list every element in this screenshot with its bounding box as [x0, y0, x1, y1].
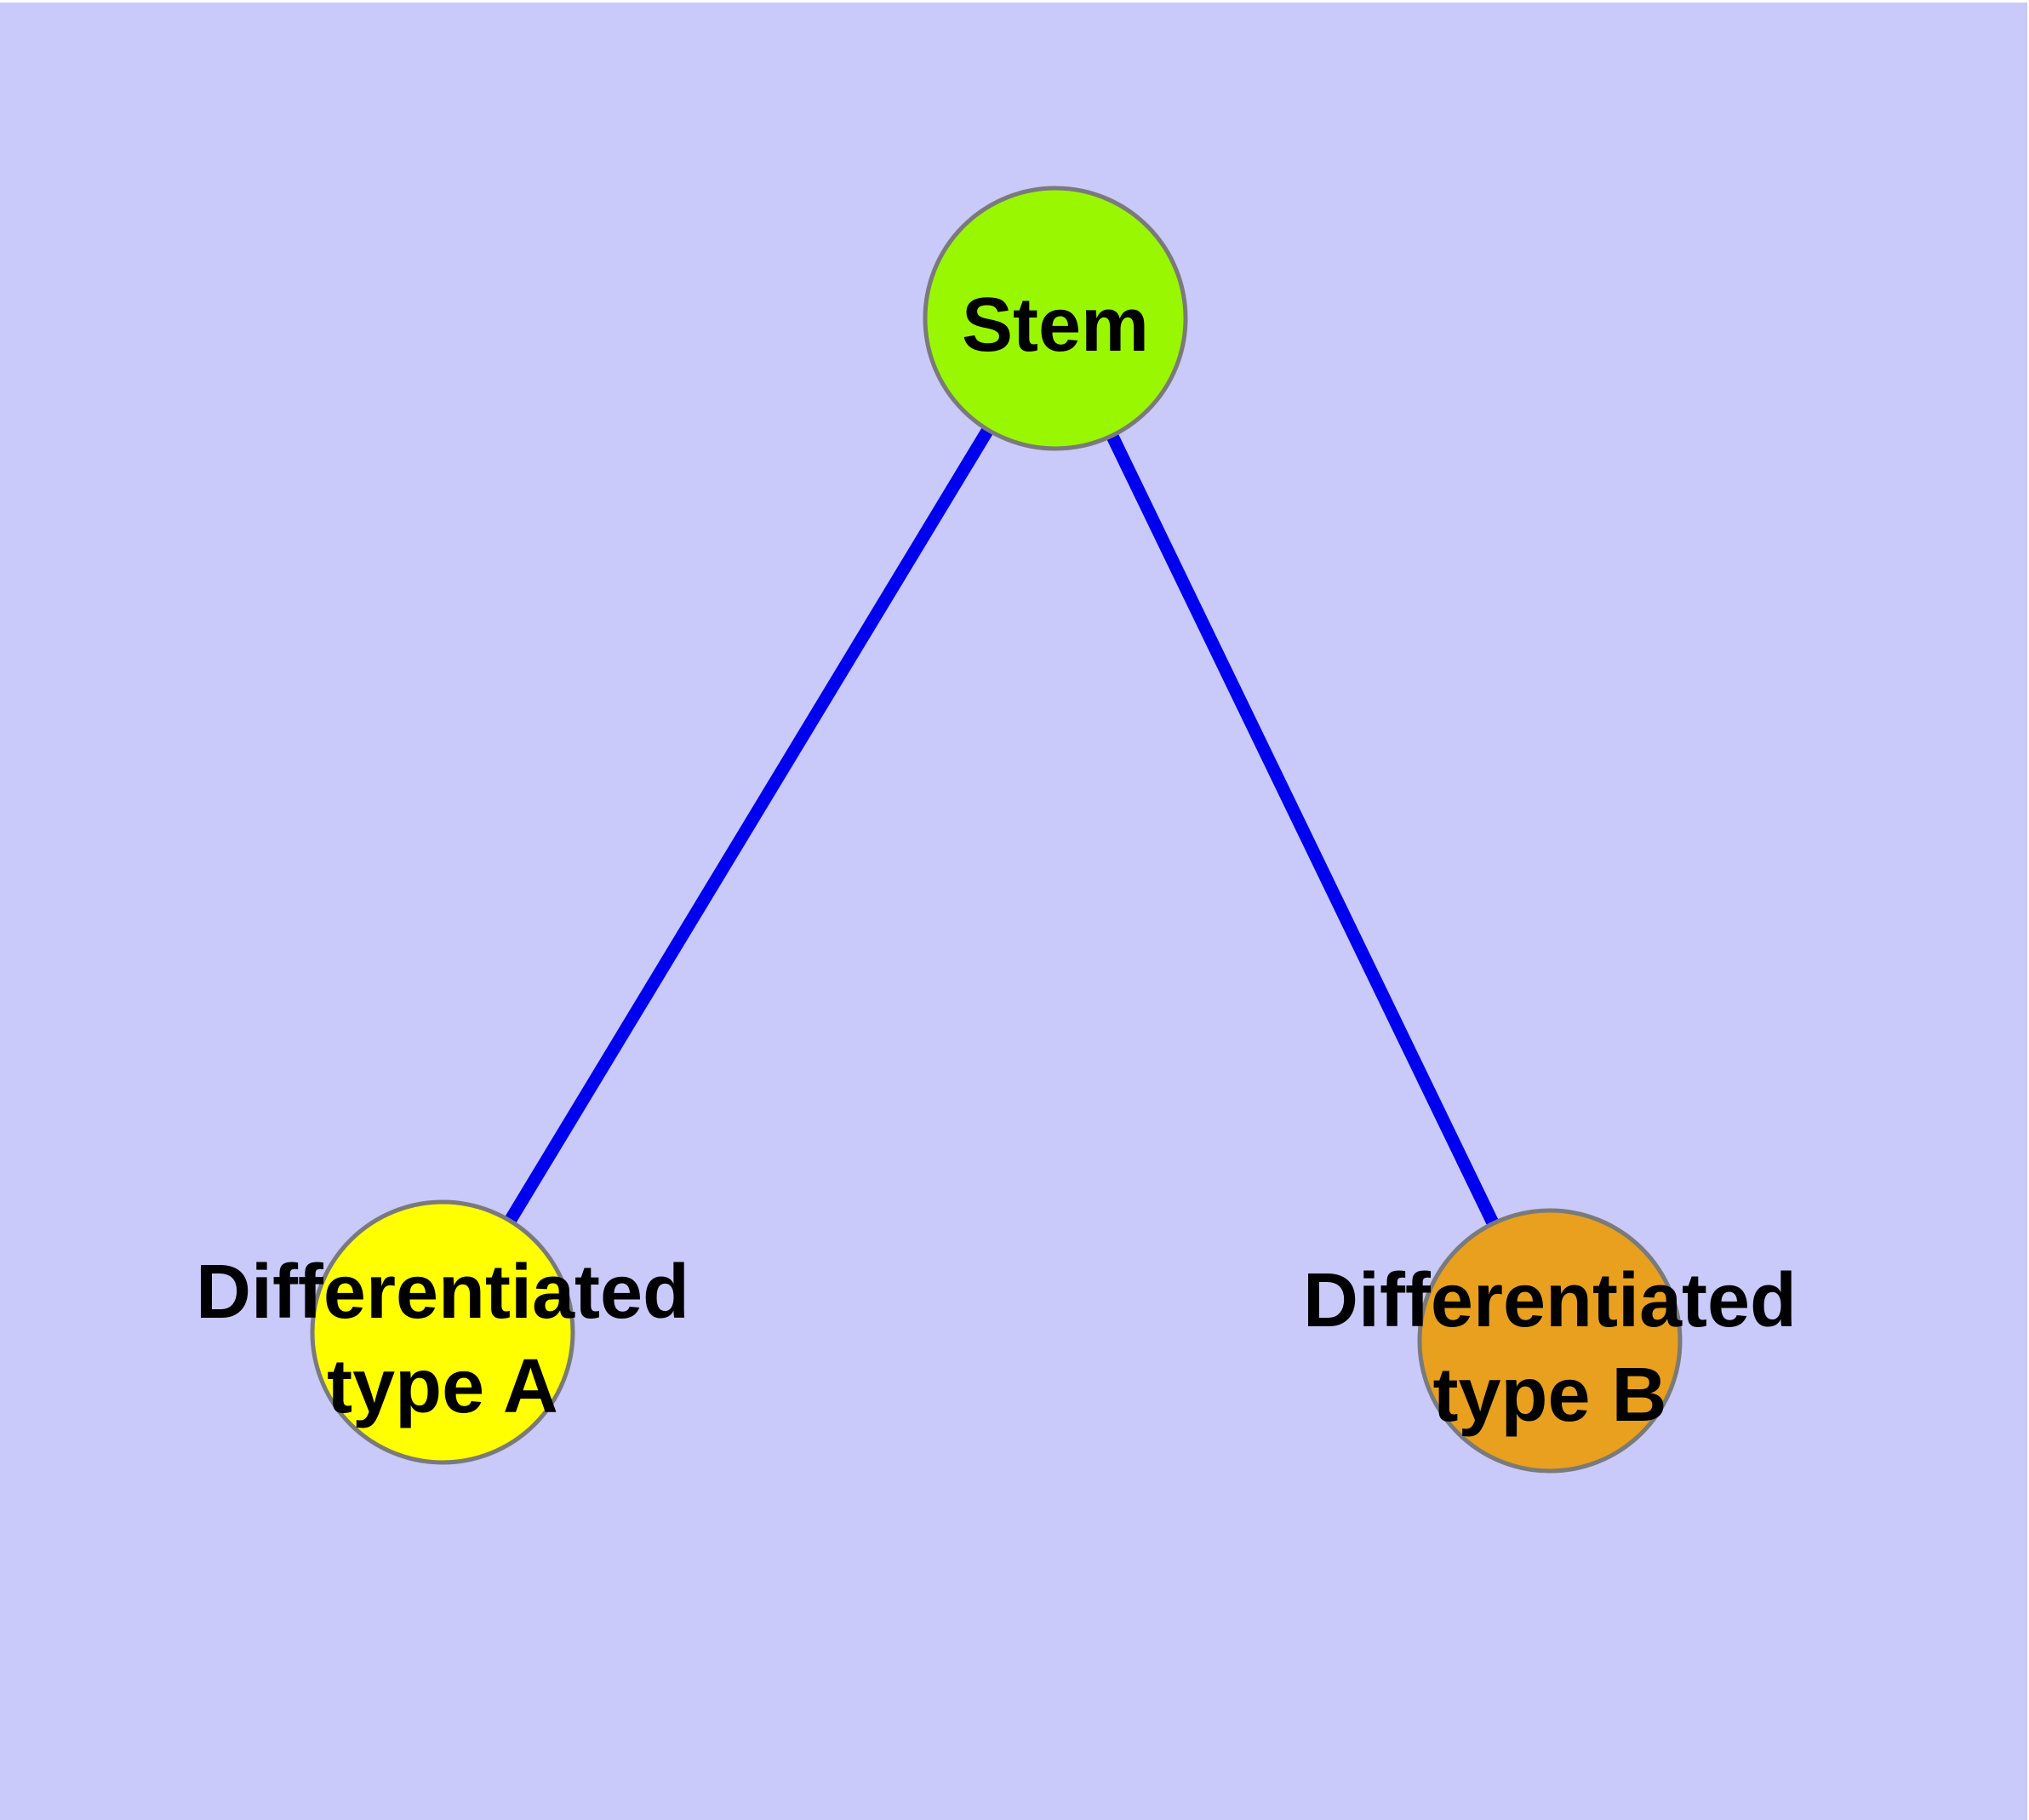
edge-stem-to-type-b — [1049, 315, 1556, 1344]
node-label-type-a-line2: type A — [327, 1344, 558, 1429]
node-label-stem: Stem — [962, 283, 1149, 368]
node-label-type-b-line1: Differentiated — [1303, 1258, 1797, 1343]
node-label-type-a-line1: Differentiated — [196, 1250, 689, 1335]
node-stem — [923, 186, 1188, 451]
node-label-type-b-line2: type B — [1432, 1353, 1666, 1438]
node-differentiated-type-b — [1417, 1208, 1683, 1474]
node-differentiated-type-a — [310, 1199, 575, 1465]
edge-stem-to-type-a — [437, 315, 1061, 1336]
